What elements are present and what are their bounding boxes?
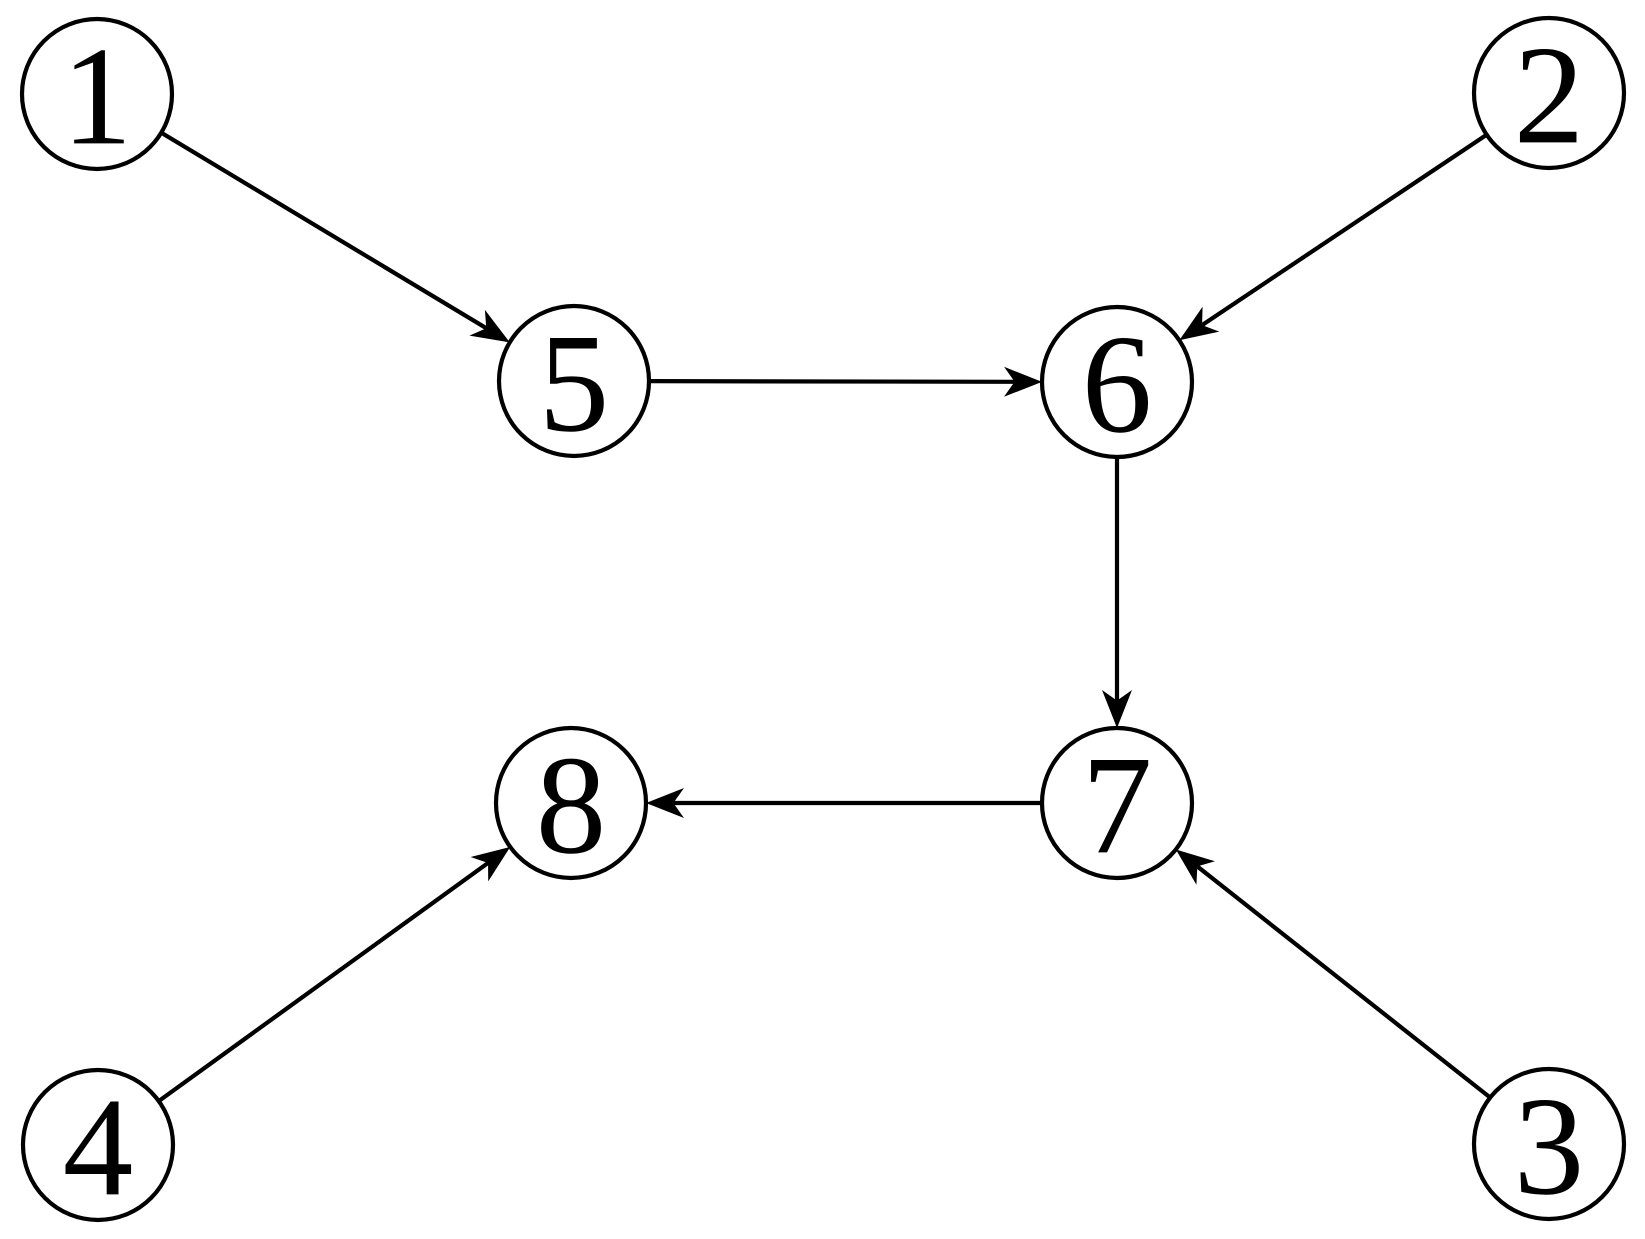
- node-label: 1: [62, 18, 133, 174]
- node-label: 7: [1082, 727, 1153, 883]
- edge-4-8: [157, 846, 511, 1103]
- node-7: 7: [1039, 725, 1195, 883]
- arrowhead-icon: [469, 309, 510, 343]
- arrowhead-icon: [1102, 690, 1132, 728]
- arrowhead-icon: [1179, 306, 1220, 341]
- arrowhead-icon: [646, 788, 684, 818]
- node-label: 5: [539, 305, 610, 461]
- node-8: 8: [493, 725, 649, 883]
- node-3: 3: [1471, 1066, 1627, 1224]
- node-4: 4: [20, 1067, 176, 1225]
- edge-line: [1196, 864, 1492, 1100]
- edge-line: [157, 861, 490, 1103]
- node-circle: [1471, 1066, 1627, 1222]
- node-label: 2: [1514, 17, 1585, 173]
- edge-7-8: [646, 788, 1042, 818]
- node-label: 6: [1082, 306, 1153, 462]
- arrowhead-icon: [1003, 366, 1043, 397]
- node-circle: [1039, 304, 1195, 460]
- node-circle: [1471, 15, 1627, 171]
- edge-line: [1200, 132, 1488, 327]
- node-circle: [1039, 725, 1195, 881]
- edge-5-6: [648, 366, 1043, 397]
- arrowhead-icon: [1175, 849, 1215, 885]
- node-6: 6: [1039, 304, 1195, 462]
- node-label: 8: [536, 727, 607, 883]
- node-circle: [493, 725, 649, 881]
- node-label: 4: [63, 1069, 134, 1225]
- edge-line: [160, 130, 488, 331]
- edge-line: [648, 379, 1015, 384]
- node-5: 5: [496, 303, 652, 461]
- node-circle: [20, 1067, 176, 1223]
- node-label: 3: [1514, 1068, 1585, 1224]
- node-circle: [19, 16, 175, 172]
- edge-3-7: [1175, 849, 1492, 1100]
- edge-1-5: [160, 130, 510, 343]
- arrowhead-icon: [470, 846, 511, 882]
- node-circle: [496, 303, 652, 459]
- edge-6-7: [1102, 457, 1132, 728]
- node-2: 2: [1471, 15, 1627, 173]
- edge-2-6: [1179, 132, 1488, 341]
- node-1: 1: [19, 16, 175, 174]
